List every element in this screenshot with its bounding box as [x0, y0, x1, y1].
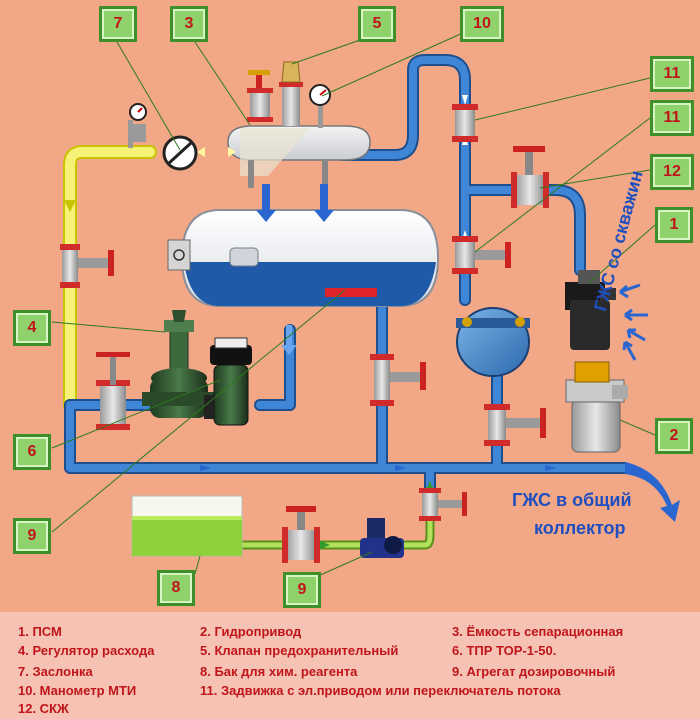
valve-reagent-line: [282, 506, 320, 563]
callout-9-bottom: 9: [283, 572, 321, 608]
valve-yellow-line: [60, 244, 114, 288]
reagent-tank: [131, 495, 243, 557]
valve-11-lower: [452, 236, 511, 274]
legend-item-3: 3. Ёмкость сепарационная: [452, 624, 624, 639]
callout-8: 8: [157, 570, 195, 606]
callout-2: 2: [655, 418, 693, 454]
callout-5: 5: [358, 6, 396, 42]
flow-regulator: [142, 310, 216, 418]
hydro-drive: [565, 361, 628, 453]
legend-item-10: 10. Манометр МТИ: [18, 683, 137, 698]
legend-item-6: 6. ТПР ТОР-1-50.: [452, 643, 557, 658]
callout-7: 7: [99, 6, 137, 42]
callout-10: 10: [460, 6, 504, 42]
legend-item-11: 11. Задвижка с эл.приводом или переключа…: [200, 683, 561, 698]
callout-3: 3: [170, 6, 208, 42]
outlet-label-line1: ГЖС в общий: [512, 490, 632, 510]
valve-tank-drain: [370, 354, 426, 406]
pressure-gauge-10: [309, 84, 331, 128]
legend-item-9: 9. Агрегат дозировочный: [452, 664, 616, 679]
valve-reagent-riser: [419, 488, 467, 521]
flow-meter-tpr: [204, 337, 252, 426]
legend-item-1: 1. ПСМ: [18, 624, 62, 639]
valve-11-upper: [452, 104, 478, 142]
reagent-line-green: [235, 485, 435, 550]
callout-4: 4: [13, 310, 51, 346]
hydro-cylinder: [456, 307, 530, 377]
valve-hydro-line: [484, 404, 546, 446]
callout-11-lower: 11: [650, 100, 694, 136]
callout-6: 6: [13, 434, 51, 470]
pressure-gauge-small: [128, 103, 147, 148]
leader-lines: [51, 31, 656, 577]
callout-12: 12: [650, 154, 694, 190]
legend-item-2: 2. Гидропривод: [200, 624, 302, 639]
valve-top-separator: [247, 70, 273, 122]
legend-panel: 1. ПСМ 2. Гидропривод 3. Ёмкость сепарац…: [0, 612, 700, 719]
flow-arrows: [64, 95, 680, 550]
valve-12-branch: [511, 146, 549, 208]
dosing-pump: [360, 518, 404, 558]
legend-item-5: 5. Клапан предохранительный: [200, 643, 399, 658]
damper-7: [162, 135, 198, 171]
callout-9-left: 9: [13, 518, 51, 554]
legend-item-4: 4. Регулятор расхода: [18, 643, 155, 658]
callout-1: 1: [655, 207, 693, 243]
process-schematic: [51, 31, 680, 577]
gas-line-yellow: [63, 145, 157, 412]
well-inflow-arrows: [619, 283, 648, 361]
valve-flow-regulator-line: [96, 352, 130, 430]
outlet-label-line2: коллектор: [534, 518, 626, 538]
callout-11-upper: 11: [650, 56, 694, 92]
legend-item-7: 7. Заслонка: [18, 664, 93, 679]
legend-item-8: 8. Бак для хим. реагента: [200, 664, 358, 679]
horizontal-tank: [167, 209, 440, 307]
safety-valve: [279, 61, 303, 126]
legend-item-12: 12. СКЖ: [18, 701, 69, 716]
separation-vessel: [227, 125, 371, 188]
psm-unit: [565, 270, 616, 350]
